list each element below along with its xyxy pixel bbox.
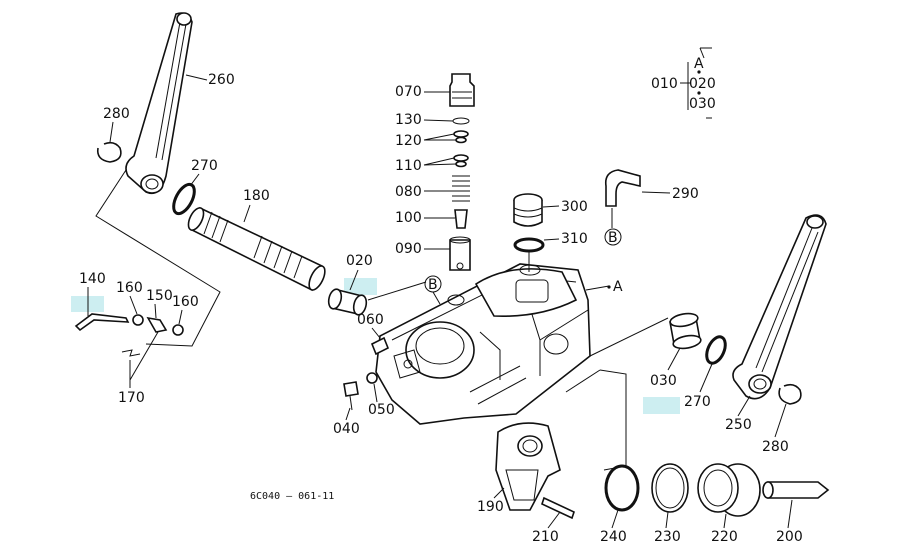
o-ring-left xyxy=(172,182,196,216)
assembly-legend: 010 A 020 030 xyxy=(651,47,716,119)
drawing-code: 6C040 – 061-11 xyxy=(250,491,334,502)
callout-200: 200 xyxy=(776,529,803,543)
rod-140 xyxy=(74,313,130,332)
callout-020-legend: 020 xyxy=(689,76,716,92)
cylinder-outline xyxy=(599,369,627,471)
marker-B-right xyxy=(604,228,622,246)
callout-240: 240 xyxy=(600,529,627,543)
callout-280-left: 280 xyxy=(103,106,130,122)
callout-180: 180 xyxy=(243,188,270,204)
joint-150 xyxy=(146,316,168,333)
valve-stack xyxy=(449,73,475,271)
callout-050: 050 xyxy=(368,402,395,418)
callout-170: 170 xyxy=(118,390,145,406)
callout-210: 210 xyxy=(532,529,559,543)
callout-270-right: 270 xyxy=(684,394,711,410)
callout-280-right: 280 xyxy=(762,439,789,455)
elbow-fitting-290 xyxy=(604,169,641,207)
callout-260: 260 xyxy=(208,72,235,88)
bushing-020 xyxy=(327,288,368,316)
callout-190: 190 xyxy=(477,499,504,515)
piston-220 xyxy=(697,463,761,517)
callout-020: 020 xyxy=(346,253,373,269)
lift-arm-right xyxy=(732,214,827,400)
callout-040: 040 xyxy=(333,421,360,437)
linkage-outline xyxy=(95,169,221,347)
callout-310: 310 xyxy=(561,231,588,247)
lift-shaft xyxy=(187,206,326,292)
callout-250: 250 xyxy=(725,417,752,433)
highlight-box-270 xyxy=(643,397,680,414)
callout-A-body: A xyxy=(613,279,623,295)
callout-B-right: B xyxy=(608,230,618,246)
callout-110: 110 xyxy=(395,158,422,174)
callout-300: 300 xyxy=(561,199,588,215)
nut-160-right xyxy=(172,324,184,336)
pin-210 xyxy=(541,496,575,520)
lift-arm-190 xyxy=(495,422,561,511)
callout-160-left: 160 xyxy=(116,280,143,296)
pin-170 xyxy=(121,349,141,357)
washer-050 xyxy=(366,372,378,384)
callout-030: 030 xyxy=(650,373,677,389)
filler-cap xyxy=(513,193,543,227)
o-ring-310 xyxy=(513,237,545,253)
callout-130: 130 xyxy=(395,112,422,128)
callout-B-left: B xyxy=(428,277,438,293)
callout-030-legend: 030 xyxy=(689,96,716,112)
callout-060: 060 xyxy=(357,312,384,328)
bolt-040 xyxy=(343,381,359,397)
bushing-030 xyxy=(669,312,702,350)
callout-270-left: 270 xyxy=(191,158,218,174)
callout-A-top: A xyxy=(694,56,704,72)
snap-ring-left xyxy=(96,141,122,163)
callout-090: 090 xyxy=(395,241,422,257)
callout-290: 290 xyxy=(672,186,699,202)
rod-200 xyxy=(762,481,830,499)
callout-160-right: 160 xyxy=(172,294,199,310)
nut-160-left xyxy=(132,314,144,326)
callout-220: 220 xyxy=(711,529,738,543)
hydraulic-housing xyxy=(375,263,591,425)
callout-150: 150 xyxy=(146,288,173,304)
highlight-box-020 xyxy=(344,278,377,295)
callout-230: 230 xyxy=(654,529,681,543)
callout-080: 080 xyxy=(395,184,422,200)
snap-ring-right xyxy=(778,383,802,405)
o-ring-240 xyxy=(604,464,640,512)
callout-140: 140 xyxy=(79,271,106,287)
backup-ring-230 xyxy=(651,463,689,513)
callout-010: 010 xyxy=(651,76,678,92)
lift-arm-left xyxy=(125,12,193,195)
plug-060 xyxy=(370,336,390,356)
callout-120: 120 xyxy=(395,133,422,149)
o-ring-right xyxy=(705,335,727,365)
callout-070: 070 xyxy=(395,84,422,100)
housing-outline-right xyxy=(589,317,669,357)
callout-100: 100 xyxy=(395,210,422,226)
